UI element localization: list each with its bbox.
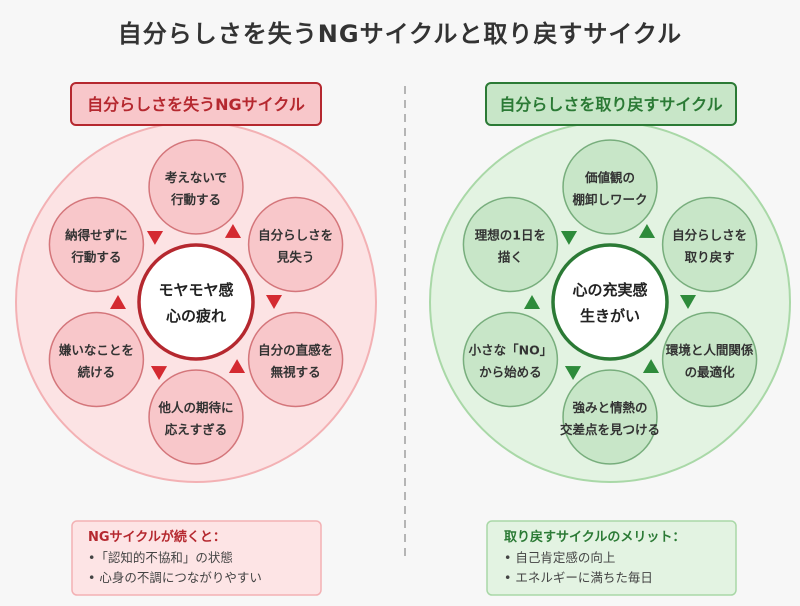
good-cycle-node: 自分らしさを取り戻す — [661, 196, 758, 293]
good-cycle-arrow — [638, 224, 656, 238]
ng-cycle-nodes: 考えないで行動する自分らしさを見失う自分の直感を無視する他人の期待に応えすぎる嫌… — [48, 139, 344, 465]
good-node-label: 小さな「NO」 — [468, 343, 553, 358]
ng-cycle-arrow — [266, 295, 282, 309]
ng-info-item: •「認知的不協和」の状態 — [88, 550, 233, 565]
good-node-label: から始める — [479, 365, 542, 380]
good-cycle-arrow — [524, 295, 540, 309]
good-cycle-arrow — [680, 295, 696, 309]
ng-node-label: 納得せずに — [65, 228, 128, 243]
ng-center-circle — [137, 243, 255, 361]
ng-header: 自分らしさを失うNGサイクル — [70, 82, 322, 126]
good-cycle-arrow — [564, 366, 582, 380]
ng-node-label: 考えないで — [165, 170, 227, 185]
good-center-circle — [551, 243, 669, 361]
ng-info-panel: NGサイクルが続くと： •「認知的不協和」の状態 • 心身の不調につながりやすい — [88, 528, 262, 588]
good-node-label: 自分らしさを — [672, 228, 747, 243]
good-cycle-arrow — [642, 359, 660, 374]
good-node-label: 価値観の — [584, 170, 635, 185]
ng-node-label: 無視する — [271, 365, 321, 380]
ng-node-label: 見失う — [276, 250, 315, 265]
page-title: 自分らしさを失うNGサイクルと取り戻すサイクル — [117, 20, 683, 48]
good-header-label: 自分らしさを取り戻すサイクル — [499, 95, 722, 114]
good-node-label: 取り戻す — [685, 250, 735, 265]
ng-node-label: 行動する — [70, 250, 121, 265]
good-node-label: 描く — [498, 250, 523, 265]
good-center-label: 心の充実感 — [572, 281, 647, 299]
ng-cycle-arrow — [224, 224, 242, 238]
ng-center-label: 心の疲れ — [166, 307, 226, 325]
ng-info-heading: NGサイクルが続くと： — [88, 530, 226, 545]
ng-node-label: 自分の直感を — [258, 343, 333, 358]
ng-cycle-arrows — [110, 224, 282, 380]
good-node-label: 棚卸しワーク — [572, 192, 647, 207]
good-node-label: 交差点を見つける — [560, 422, 660, 437]
good-node-label: 強みと情熱の — [572, 400, 647, 415]
good-header: 自分らしさを取り戻すサイクル — [485, 82, 737, 126]
ng-header-label: 自分らしさを失うNGサイクル — [87, 95, 305, 114]
good-cycle-nodes: 価値観の棚卸しワーク自分らしさを取り戻す環境と人間関係の最適化強みと情熱の交差点… — [462, 139, 758, 465]
ng-node-label: 嫌いなことを — [58, 343, 134, 358]
ng-cycle-arrow — [146, 230, 164, 245]
good-node-label: の最適化 — [685, 365, 736, 380]
good-cycle-arrows — [524, 224, 696, 380]
good-node-label: 理想の1日を — [475, 228, 546, 243]
ng-node-label: 行動する — [170, 192, 221, 207]
good-info-item: • 自己肯定感の向上 — [504, 550, 616, 565]
ng-node-label: 応えすぎる — [165, 422, 228, 437]
good-info-panel: 取り戻すサイクルのメリット： • 自己肯定感の向上 • エネルギーに満ちた毎日 — [504, 528, 685, 588]
good-cycle-node: 小さな「NO」から始める — [462, 311, 559, 408]
good-center-label: 生きがい — [580, 307, 640, 325]
ng-node-label: 他人の期待に — [157, 400, 233, 415]
ng-info-item: • 心身の不調につながりやすい — [88, 570, 262, 585]
good-info-panel-bg — [486, 520, 737, 596]
ng-cycle-arrow — [110, 295, 126, 309]
ng-cycle-arrow — [228, 359, 246, 374]
good-node-label: 環境と人間関係 — [666, 343, 754, 358]
ng-node-label: 自分らしさを — [258, 228, 333, 243]
good-info-heading: 取り戻すサイクルのメリット： — [504, 530, 686, 545]
ng-cycle-arrow — [150, 366, 168, 380]
good-info-item: • エネルギーに満ちた毎日 — [504, 570, 653, 585]
ng-center-label: モヤモヤ感 — [158, 281, 233, 299]
good-cycle-arrow — [560, 230, 578, 245]
ng-node-label: 続ける — [78, 365, 116, 380]
ng-info-panel-bg — [71, 520, 322, 596]
